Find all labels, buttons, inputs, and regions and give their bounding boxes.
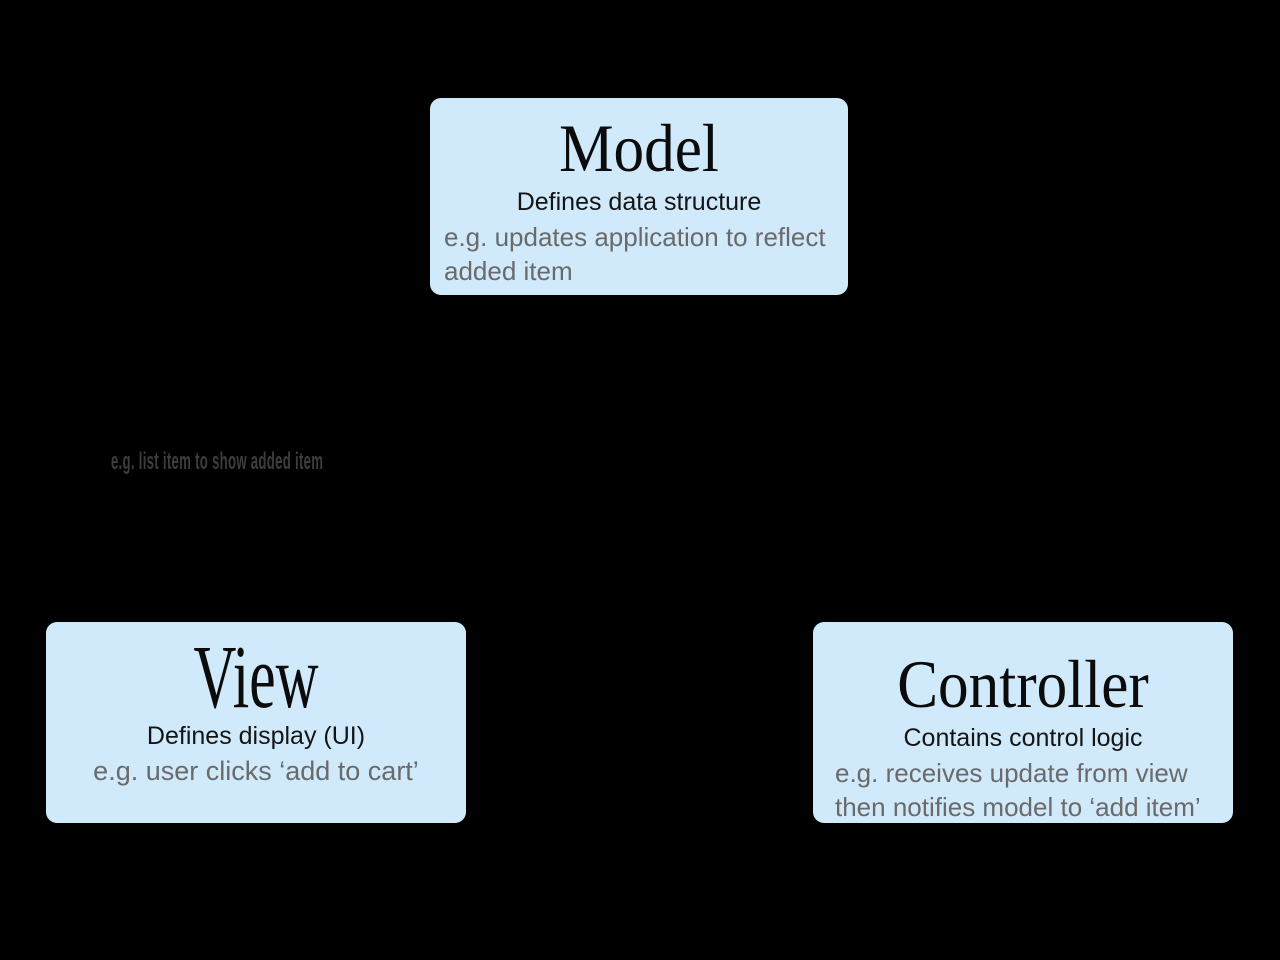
model-subtitle: Defines data structure [516,188,762,216]
model-view-edge-label: e.g. list item to show added item [111,448,324,475]
view-box: View Defines display (UI) e.g. user clic… [46,622,466,823]
model-title: Model [559,110,719,186]
model-example-line: e.g. updates application to reflect [444,222,826,252]
model-box: Model Defines data structure e.g. update… [430,98,848,295]
view-subtitle: Defines display (UI) [146,722,366,750]
model-example: e.g. updates application to reflect adde… [430,220,848,288]
controller-example-line: then notifies model to ‘add item’ [835,792,1201,822]
view-example-line: e.g. user clicks ‘add to cart’ [93,756,419,786]
controller-box: Controller Contains control logic e.g. r… [813,622,1233,823]
controller-subtitle: Contains control logic [903,724,1143,752]
model-example-line: added item [444,256,573,286]
view-title: View [193,628,319,727]
controller-example-line: e.g. receives update from view [835,758,1188,788]
view-example: e.g. user clicks ‘add to cart’ [46,754,466,788]
controller-example: e.g. receives update from view then noti… [813,756,1233,824]
controller-title: Controller [897,646,1149,722]
